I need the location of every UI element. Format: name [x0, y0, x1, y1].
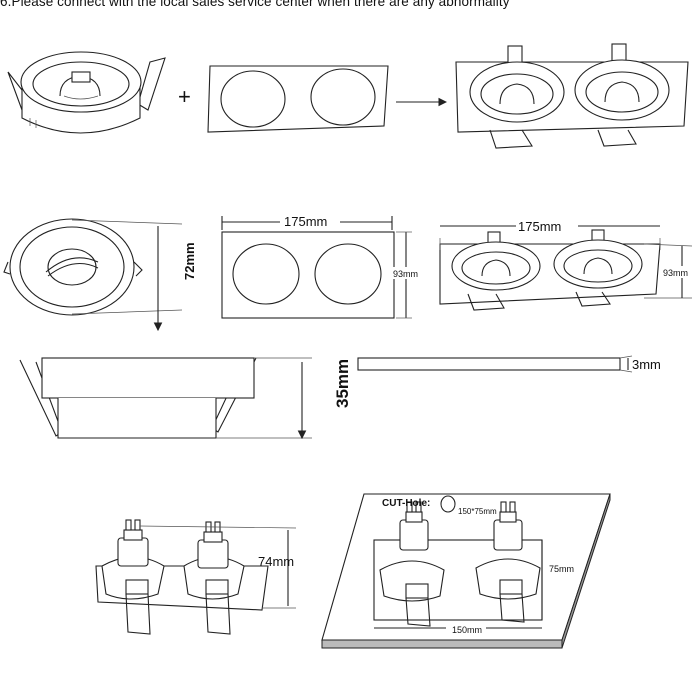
thickness-label: 3mm	[632, 357, 661, 372]
ring-top-view	[3, 218, 183, 316]
ring-side-view	[19, 357, 312, 439]
label-bg	[662, 266, 692, 278]
cut-width-label: 150mm	[452, 625, 482, 635]
plate-height-label: 93mm	[393, 269, 418, 279]
plate-width-label: 175mm	[284, 214, 327, 229]
label-bg	[516, 219, 578, 235]
label-bg	[446, 624, 486, 636]
ring-diameter-label: 72mm	[182, 242, 197, 280]
double-plate-part	[207, 65, 389, 133]
depth-label: 35mm	[333, 359, 352, 408]
assembled-width-label: 175mm	[518, 219, 561, 234]
cut-hole-size: 150*75mm	[458, 507, 497, 516]
cut-hole-installation	[321, 493, 611, 649]
assembled-dimension-view	[439, 225, 693, 311]
label-bg	[280, 213, 340, 229]
lamp-assembly-side	[95, 519, 297, 635]
assembled-height-label: 93mm	[663, 268, 688, 278]
label-bg	[548, 563, 574, 575]
plate-dimension-view	[221, 216, 412, 319]
instruction-header: 6.Please connect with the local sales se…	[0, 0, 510, 9]
plate-thickness-view	[357, 355, 633, 373]
lamp-height-label: 74mm	[258, 554, 294, 569]
round-ring-part	[7, 51, 166, 134]
cut-height-label: 75mm	[549, 564, 574, 574]
cut-hole-title: CUT-Hole:	[382, 498, 430, 509]
plus-symbol: +	[178, 84, 191, 109]
label-bg	[392, 267, 422, 279]
assembled-fixture-top	[455, 43, 689, 149]
